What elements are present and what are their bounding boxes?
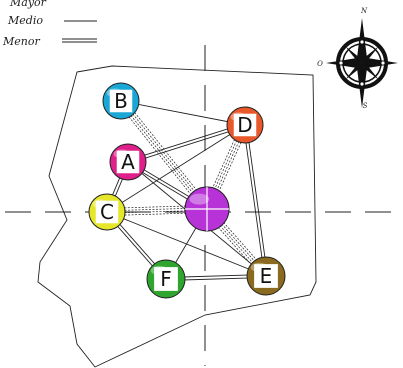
node-highlight (189, 193, 210, 205)
node-label: B (114, 89, 128, 113)
link-C-center (106, 205, 208, 216)
link-stroke (107, 212, 208, 216)
node-label-box (254, 264, 278, 288)
link-stroke (106, 205, 207, 209)
node-label: C (100, 200, 114, 224)
compass-se-point (362, 63, 379, 80)
compass-west-label: O (317, 60, 323, 68)
node-label: D (237, 113, 252, 137)
node-label-box (154, 267, 178, 291)
compass-south-label: S (363, 102, 368, 110)
site-boundary (37, 65, 317, 368)
link-A-D (127, 123, 246, 164)
node-label: F (160, 267, 172, 291)
compass-sw-point (345, 63, 362, 80)
node-D[interactable]: D (226, 106, 264, 144)
link-stroke (128, 126, 246, 164)
legend-mayor-label: Mayor (9, 0, 47, 9)
compass-north-label: N (360, 7, 368, 15)
compass-dot (359, 39, 365, 45)
legend: Mayor Medio Menor (2, 0, 97, 48)
node-label-box (95, 200, 119, 224)
node-label: A (121, 150, 135, 174)
node-center[interactable] (184, 186, 230, 232)
node-E[interactable]: E (246, 256, 286, 296)
compass-east-point (362, 58, 398, 68)
compass-dot (338, 60, 344, 66)
node-A[interactable]: A (109, 143, 147, 181)
link-stroke (106, 124, 246, 213)
compass-dot (359, 81, 365, 87)
node-label-box (116, 150, 140, 174)
compass-rose: N O S (317, 7, 398, 110)
legend-medio-label: Medio (7, 14, 43, 27)
link-B-D (120, 100, 246, 126)
compass-dot (380, 60, 386, 66)
link-stroke (246, 124, 268, 276)
node-label: E (260, 264, 273, 288)
node-F[interactable]: F (146, 259, 186, 299)
node-C[interactable]: C (88, 193, 126, 231)
compass-nw-point (345, 46, 362, 63)
link-stroke (107, 209, 208, 214)
link-stroke (120, 100, 246, 126)
node-label-box (109, 89, 133, 113)
link-stroke (127, 123, 245, 161)
link-D-E (243, 124, 268, 277)
link-stroke (243, 125, 265, 277)
node-B[interactable]: B (102, 82, 140, 120)
nodes: B D A C F E (88, 82, 286, 299)
compass-west-point (326, 58, 362, 68)
node-label-box (233, 113, 257, 137)
compass-ne-point (362, 46, 379, 63)
link-C-D (106, 124, 246, 213)
legend-menor-label: Menor (2, 35, 40, 48)
link-stroke (106, 207, 207, 212)
